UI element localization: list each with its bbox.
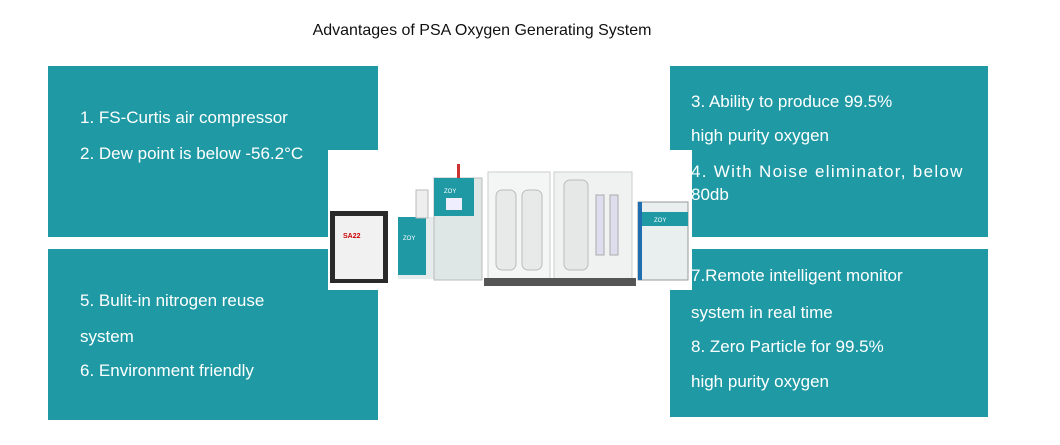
svg-text:ZOY: ZOY (654, 218, 666, 224)
svg-text:ZOY: ZOY (444, 189, 456, 195)
advantage-text: 8. Zero Particle for 99.5% (691, 337, 884, 356)
advantage-box-5-6: 5. Bulit-in nitrogen reuse system 6. Env… (48, 249, 378, 420)
advantage-text: 5. Bulit-in nitrogen reuse (80, 291, 265, 310)
svg-text:SA22: SA22 (343, 233, 361, 240)
advantage-text: 2. Dew point is below -56.2°C (80, 144, 304, 163)
advantage-box-3-4: 3. Ability to produce 99.5% high purity … (670, 66, 988, 237)
advantage-text: 80db (691, 185, 729, 204)
advantage-text: high purity oxygen (691, 126, 829, 145)
advantage-text: 7.Remote intelligent monitor (691, 266, 903, 285)
advantage-text: 1. FS-Curtis air compressor (80, 108, 288, 127)
advantage-text: 6. Environment friendly (80, 361, 254, 380)
svg-text:ZOY: ZOY (403, 236, 415, 242)
advantage-text: 4. With Noise eliminator, below (691, 162, 964, 181)
advantage-text: 3. Ability to produce 99.5% (691, 92, 893, 111)
advantage-box-1-2: 1. FS-Curtis air compressor 2. Dew point… (48, 66, 378, 237)
advantage-text: system (80, 327, 134, 346)
advantage-box-7-8: 7.Remote intelligent monitor system in r… (670, 249, 988, 417)
advantage-text: high purity oxygen (691, 372, 829, 391)
advantage-text: system in real time (691, 303, 833, 322)
air-dryer (398, 217, 426, 275)
psa-oxygen-system-image: SA22 ZOY ZOY ZOY (328, 150, 692, 290)
page-title: Advantages of PSA Oxygen Generating Syst… (312, 22, 652, 39)
